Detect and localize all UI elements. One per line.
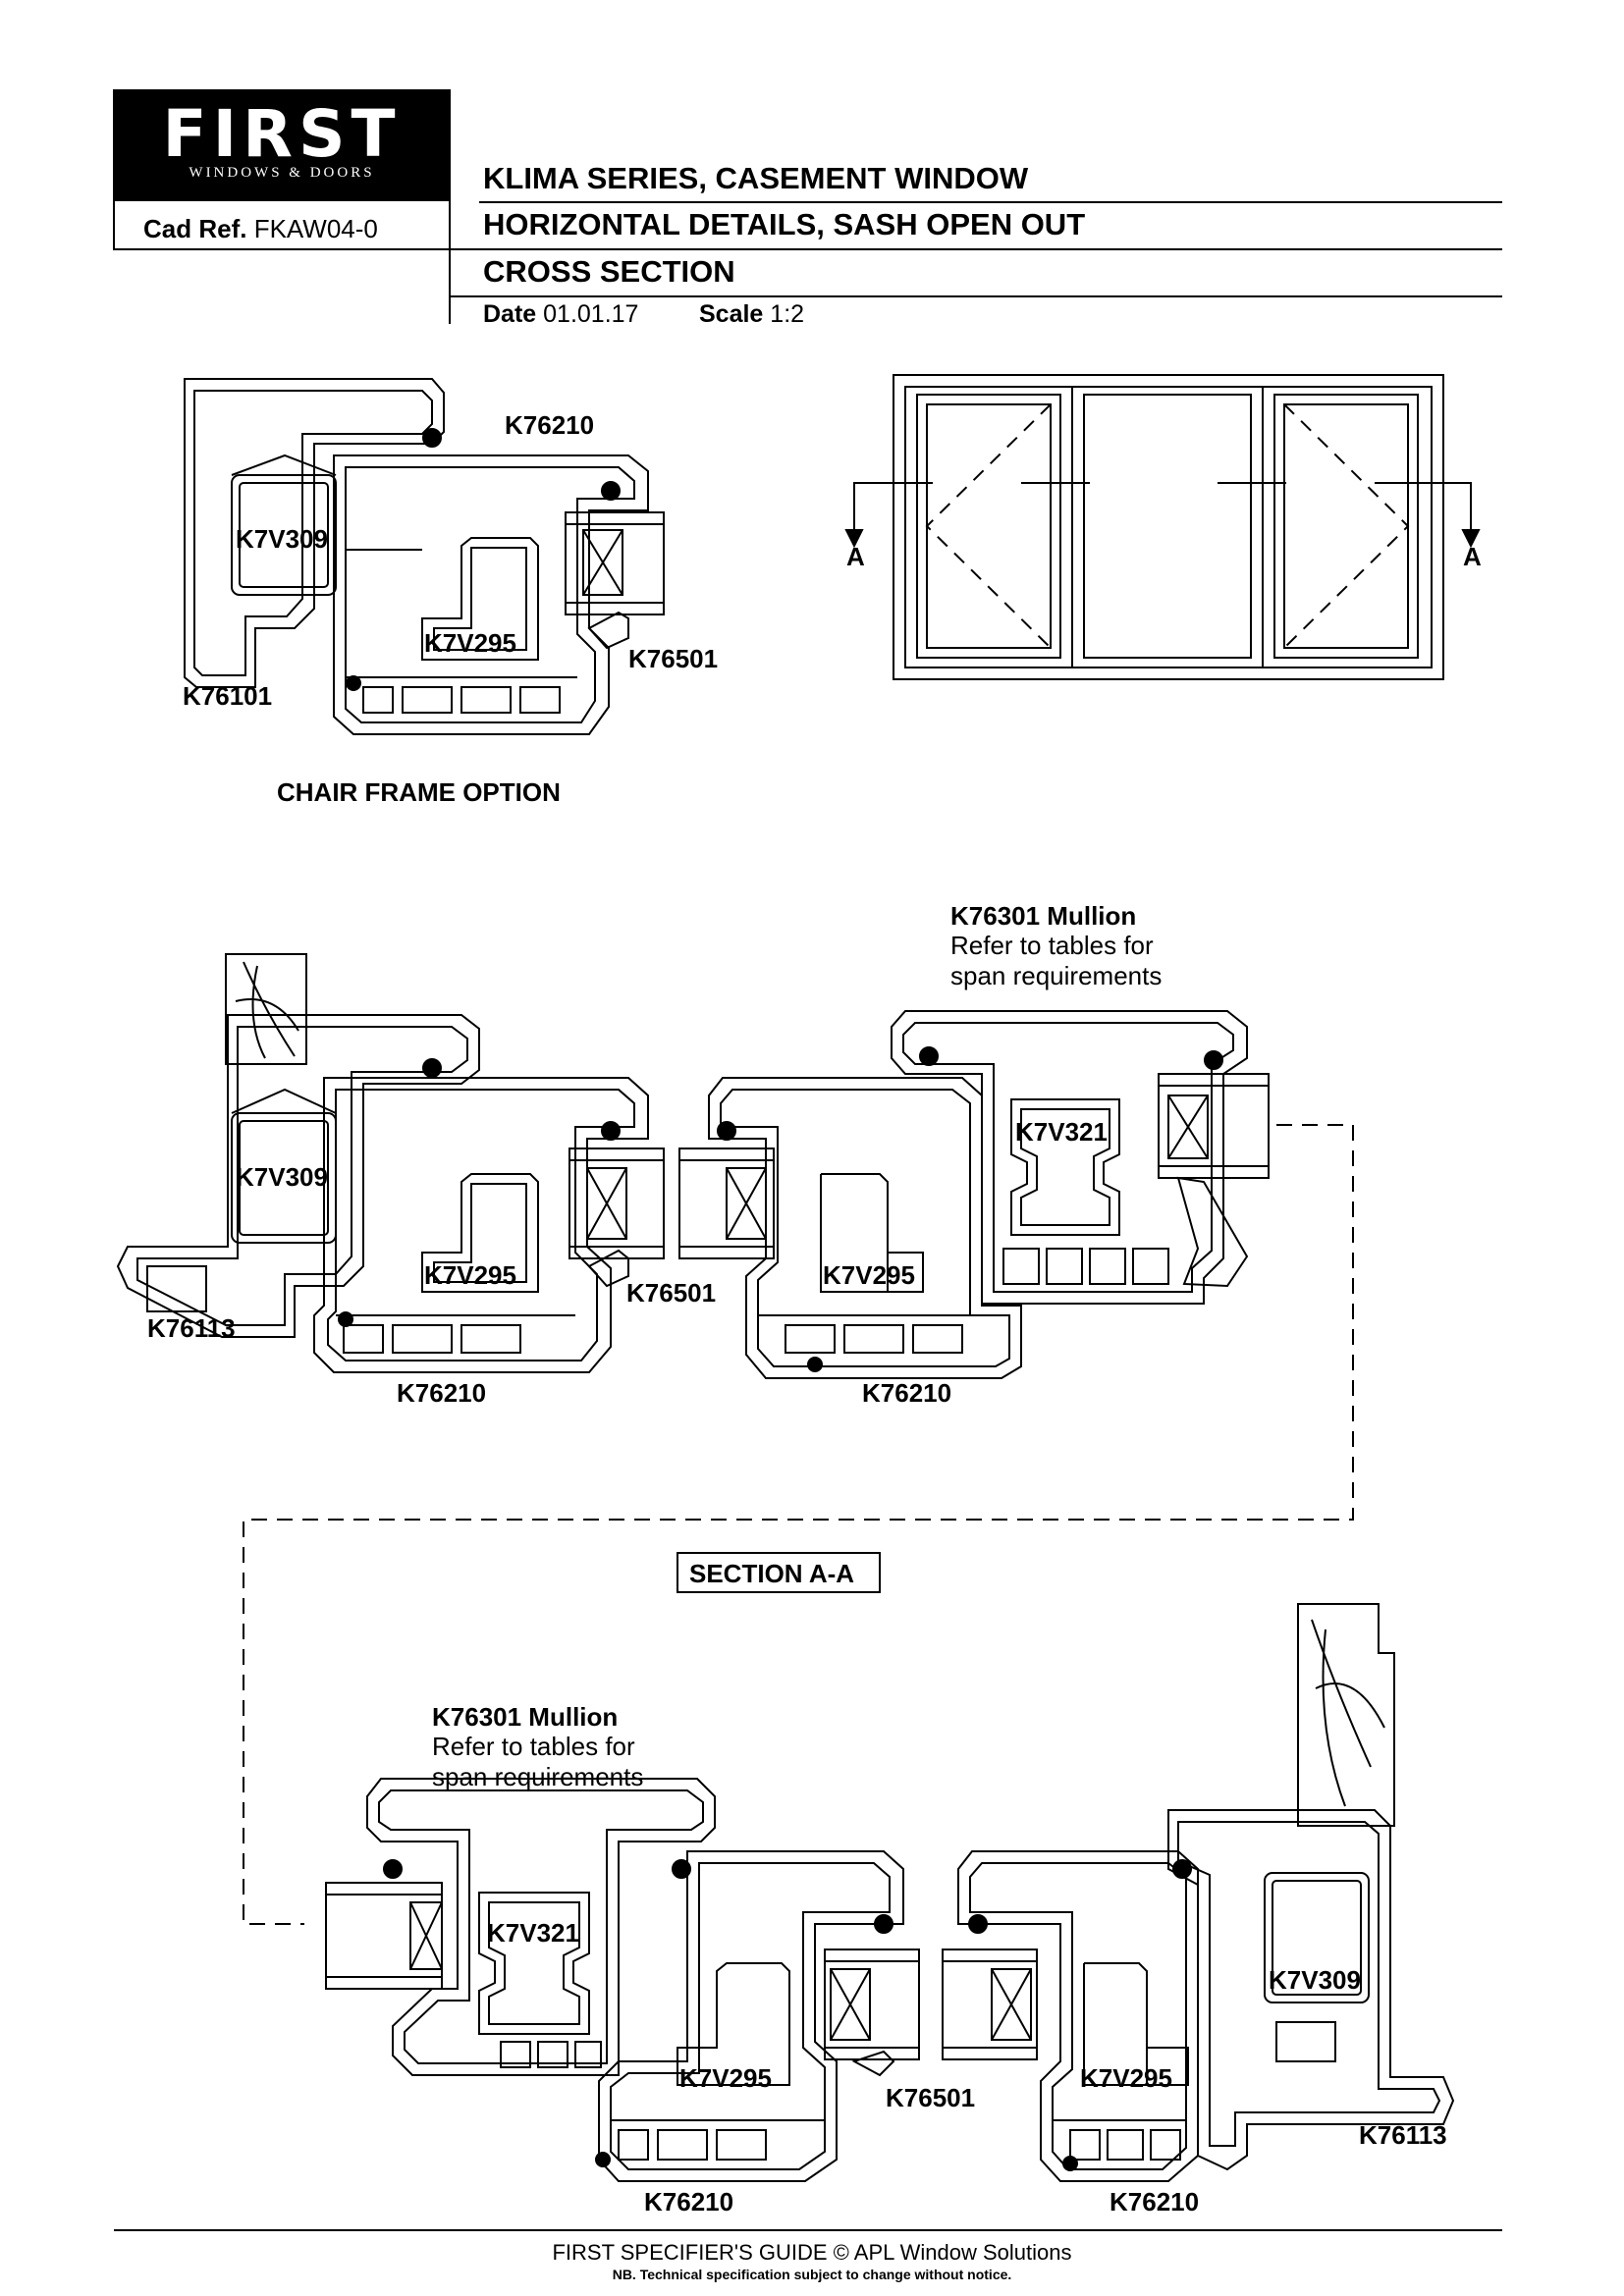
section-top-right-sash xyxy=(678,1077,1022,1379)
title-line-2: HORIZONTAL DETAILS, SASH OPEN OUT xyxy=(483,207,1086,241)
chair-frame-caption: CHAIR FRAME OPTION xyxy=(277,777,561,807)
title-line-1: KLIMA SERIES, CASEMENT WINDOW xyxy=(483,161,1029,195)
scale-field: Scale 1:2 xyxy=(699,300,804,329)
bottom-label-frame: K76113 xyxy=(1359,2120,1447,2150)
cad-ref: Cad Ref. FKAW04-0 xyxy=(143,214,378,244)
top-label-reinforcement-sash-left: K7V295 xyxy=(424,1260,516,1290)
title-block-lines xyxy=(113,89,1502,324)
title-line-3: CROSS SECTION xyxy=(483,254,735,289)
logo: FIRST xyxy=(162,96,402,172)
footer-disclaimer: NB. Technical specification subject to c… xyxy=(612,2267,1012,2282)
footer-copyright: FIRST SPECIFIER'S GUIDE © APL Window Sol… xyxy=(552,2240,1072,2265)
top-label-sash-left: K76210 xyxy=(397,1378,487,1408)
chair-label-reinforcement-frame: K7V309 xyxy=(236,524,328,554)
section-top-mullion xyxy=(891,1010,1270,1305)
top-label-mullion-reinforcement: K7V321 xyxy=(1015,1117,1108,1147)
chair-label-frame: K76101 xyxy=(183,681,273,711)
section-marker-left: A xyxy=(846,542,865,571)
top-label-sash-right: K76210 xyxy=(862,1378,952,1408)
scale-label: Scale xyxy=(699,300,764,328)
section-marker-right: A xyxy=(1463,542,1482,571)
chair-frame-detail xyxy=(184,378,665,735)
bottom-label-reinforcement-sash-right: K7V295 xyxy=(1080,2063,1172,2093)
top-label-reinforcement-sash-right: K7V295 xyxy=(823,1260,915,1290)
bottom-mullion-note-1: Refer to tables for xyxy=(432,1732,635,1761)
bottom-label-sash-left: K76210 xyxy=(644,2187,734,2216)
continuation-lines xyxy=(243,1124,1354,1925)
top-mullion-note-2: span requirements xyxy=(950,961,1163,990)
cad-ref-value: FKAW04-0 xyxy=(253,214,378,243)
section-top-left-sash xyxy=(313,1077,665,1373)
bottom-mullion-note-2: span requirements xyxy=(432,1762,644,1791)
bottom-mullion-title: K76301 Mullion xyxy=(432,1702,619,1732)
date-value: 01.01.17 xyxy=(543,300,639,328)
chair-label-sash: K76210 xyxy=(505,410,595,440)
chair-label-bead: K76501 xyxy=(628,644,719,673)
window-elevation xyxy=(844,374,1481,680)
bottom-label-sash-right: K76210 xyxy=(1110,2187,1200,2216)
bottom-label-mullion-reinforcement: K7V321 xyxy=(487,1918,579,1948)
top-mullion-title: K76301 Mullion xyxy=(950,901,1137,931)
section-label: SECTION A-A xyxy=(689,1559,855,1588)
date-field: Date 01.01.17 xyxy=(483,300,638,329)
section-bottom-left-sash xyxy=(595,1850,920,2182)
section-bottom-right-frame xyxy=(1167,1603,1455,2171)
bottom-label-bead: K76501 xyxy=(886,2083,976,2112)
bottom-label-reinforcement-frame: K7V309 xyxy=(1269,1965,1361,1995)
logo-subtitle: WINDOWS & DOORS xyxy=(189,165,375,181)
top-label-frame: K76113 xyxy=(147,1313,236,1343)
bottom-label-reinforcement-sash-left: K7V295 xyxy=(679,2063,772,2093)
cad-ref-label: Cad Ref. xyxy=(143,214,247,243)
top-label-bead: K76501 xyxy=(626,1278,717,1308)
top-label-reinforcement-left: K7V309 xyxy=(236,1162,328,1192)
section-label-box xyxy=(677,1552,881,1593)
chair-label-reinforcement-sash: K7V295 xyxy=(424,628,516,658)
date-label: Date xyxy=(483,300,537,328)
scale-value: 1:2 xyxy=(770,300,805,328)
top-mullion-note-1: Refer to tables for xyxy=(950,931,1154,960)
section-bottom-right-sash xyxy=(942,1850,1199,2182)
section-bottom-mullion xyxy=(325,1778,716,2076)
